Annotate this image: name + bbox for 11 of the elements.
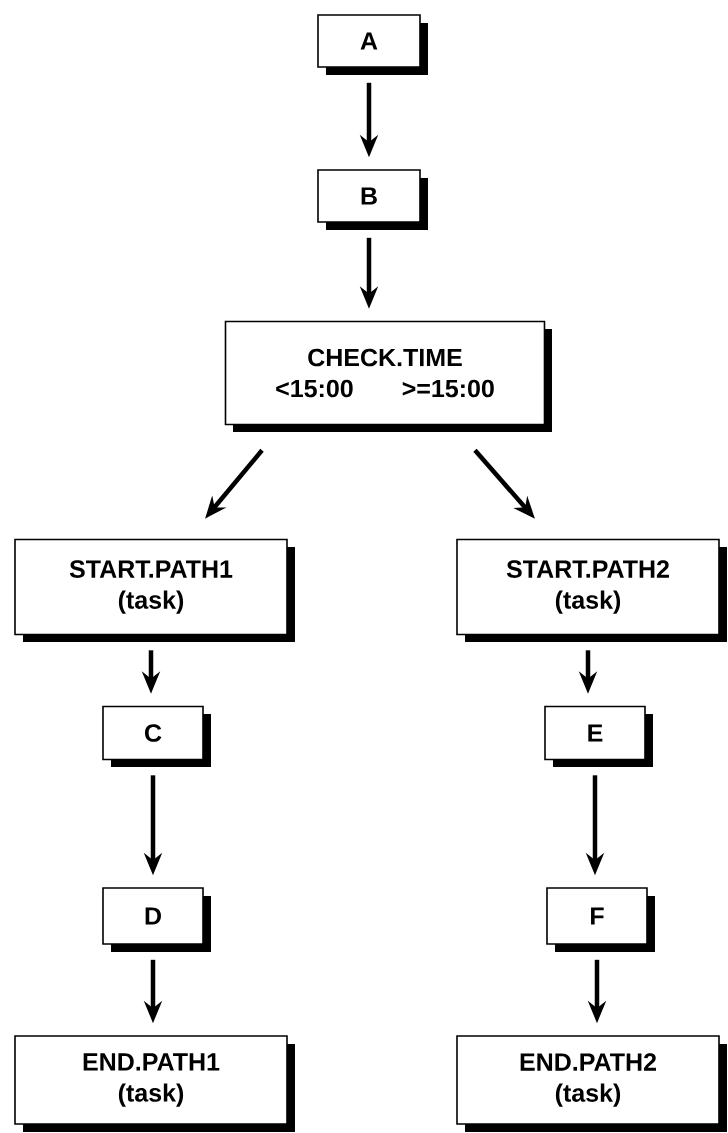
- process-box: F: [546, 887, 655, 952]
- process-box: E: [544, 705, 653, 767]
- process-box: CHECK.TIME <15:00 >=15:00: [224, 320, 552, 432]
- process-box: D: [102, 887, 211, 952]
- process-box: C: [102, 705, 211, 767]
- process-box: B: [317, 169, 428, 230]
- process-box: A: [317, 14, 428, 75]
- process-box: END.PATH2 (task): [456, 1035, 727, 1132]
- process-box: START.PATH2 (task): [456, 538, 727, 642]
- process-box: END.PATH1 (task): [14, 1035, 295, 1132]
- process-box: START.PATH1 (task): [14, 538, 295, 642]
